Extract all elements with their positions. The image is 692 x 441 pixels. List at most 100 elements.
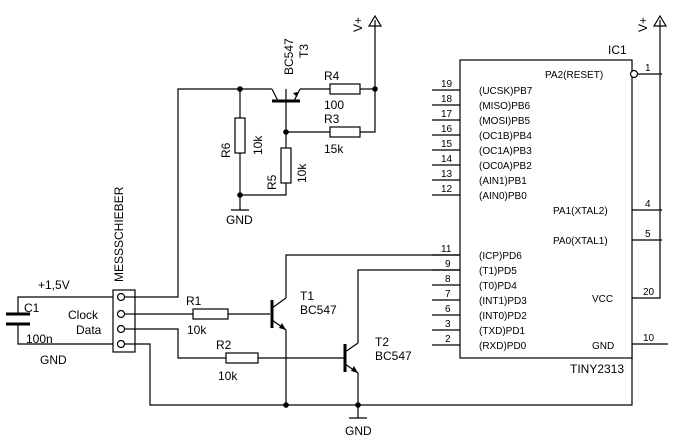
- pin-label: (OC0A)PB2: [479, 161, 532, 172]
- pin-label: (MOSI)PB5: [479, 116, 531, 127]
- r4-name: R4: [324, 69, 340, 83]
- connector-label: MESSSCHIEBER: [112, 186, 126, 282]
- wire-vcc-vplus: [632, 25, 661, 299]
- pin-label: (ICP)PD6: [479, 251, 522, 262]
- pin-number: 9: [445, 259, 451, 270]
- transistor-t2: T2 BC547: [343, 335, 412, 374]
- pin-label: (TXD)PD1: [479, 326, 526, 337]
- vplus-label: V+: [351, 17, 365, 32]
- gnd-label: GND: [345, 424, 372, 438]
- pin-label: PA0(XTAL1): [553, 236, 608, 247]
- pin-label: PA1(XTAL2): [553, 206, 608, 217]
- junction-dot: [355, 402, 361, 408]
- capacitor-c1: C1 100n: [6, 301, 53, 346]
- wire-c1-bottom: [17, 325, 118, 345]
- pin-number: 14: [441, 154, 453, 165]
- junction-dot: [283, 402, 289, 408]
- pin-label: (MISO)PB6: [479, 101, 531, 112]
- wire-t3-base-supply: [135, 88, 272, 298]
- pin-number: 2: [445, 334, 451, 345]
- wire-t2-pd5: [357, 269, 460, 343]
- junction-dot: [237, 192, 243, 198]
- gnd-label: GND: [40, 353, 67, 367]
- resistor-r5: R5 10k: [265, 147, 309, 190]
- connector-pin: [116, 324, 126, 334]
- pin-number: 20: [643, 287, 655, 298]
- pin-label: GND: [592, 341, 614, 352]
- t1-name: T1: [300, 289, 314, 303]
- ic1-body: [459, 59, 633, 359]
- r2-name: R2: [216, 338, 232, 352]
- t2-name: T2: [375, 335, 389, 349]
- r1-value: 10k: [187, 323, 207, 337]
- c1-name: C1: [24, 301, 40, 315]
- pin-label: (RXD)PD0: [479, 341, 527, 352]
- ic1-type: TINY2313: [570, 362, 624, 376]
- pin-number: 16: [441, 124, 453, 135]
- r6-value: 10k: [251, 135, 265, 155]
- wire-r5-gnd: [240, 183, 287, 196]
- r5-name: R5: [265, 174, 279, 190]
- connector-pin: [116, 309, 126, 319]
- pin-number: 18: [441, 94, 453, 105]
- junction-dot: [237, 86, 243, 92]
- vplus-symbol-top: V+: [351, 14, 383, 32]
- resistor-r6: R6 10k: [219, 117, 265, 158]
- pin-label: (OC1A)PB3: [479, 146, 532, 157]
- resistor-r4: R4 100: [324, 69, 361, 112]
- resistor-r1: R1 10k: [186, 294, 229, 337]
- ic1-right-pins: 1 PA2(RESET) 4 PA1(XTAL2) 5 PA0(XTAL1) 2…: [545, 63, 662, 352]
- pin-label: (AIN1)PB1: [479, 176, 527, 187]
- pin-number: 4: [645, 199, 651, 210]
- r3-name: R3: [324, 112, 340, 126]
- pin-number: 17: [441, 109, 453, 120]
- connector-body: [112, 289, 136, 353]
- junction-dot: [283, 129, 289, 135]
- reset-inversion-circle: [629, 69, 639, 79]
- pin-label: (T1)PD5: [479, 266, 517, 277]
- transistor-t1: T1 BC547: [270, 289, 337, 331]
- wire-gnd-loop: [135, 343, 633, 406]
- r3-value: 15k: [324, 142, 344, 156]
- pin-number: 15: [441, 139, 453, 150]
- t2-type: BC547: [375, 349, 412, 363]
- connector-messschieber: MESSSCHIEBER Clock Data: [68, 186, 136, 353]
- wire-vplus-r3: [360, 25, 376, 133]
- vplus-label: V+: [636, 17, 650, 32]
- pin-number: 7: [445, 289, 451, 300]
- ground-symbol-upper: GND: [226, 209, 253, 227]
- pin-number: 11: [441, 244, 452, 255]
- pin-label: (OC1B)PB4: [479, 131, 532, 142]
- pin-label: PA2(RESET): [545, 70, 603, 81]
- data-label: Data: [76, 323, 102, 337]
- resistor-r3: R3 15k: [324, 112, 361, 156]
- wire-data-r2: [135, 328, 226, 359]
- pin-number: 12: [441, 184, 453, 195]
- r1-name: R1: [186, 294, 202, 308]
- pin-number: 19: [441, 79, 453, 90]
- ground-symbol-lower: GND: [345, 417, 372, 438]
- ic1-left-pins: 19 (UCSK)PB7 18 (MISO)PB6 17 (MOSI)PB5 1…: [432, 79, 533, 352]
- pin-number: 13: [441, 169, 453, 180]
- resistor-r2: R2 10k: [216, 338, 259, 383]
- supply-label: +1,5V: [38, 278, 70, 292]
- pin-number: 1: [645, 63, 651, 74]
- pin-label: (AIN0)PB0: [479, 191, 527, 202]
- pin-number: 6: [445, 304, 451, 315]
- t1-type: BC547: [300, 303, 337, 317]
- ic1-tiny2313: IC1 TINY2313 19 (UCSK)PB7 18 (MISO)PB6 1…: [432, 43, 662, 376]
- gnd-label: GND: [226, 213, 253, 227]
- wire-c1-top: [17, 296, 120, 313]
- pin-label: (INT0)PD2: [479, 311, 527, 322]
- pin-number: 5: [645, 229, 651, 240]
- pin-number: 3: [445, 319, 451, 330]
- vplus-symbol-right: V+: [636, 14, 668, 32]
- junctions: [237, 86, 378, 408]
- r6-name: R6: [219, 142, 233, 158]
- t3-type: BC547: [282, 38, 296, 75]
- pin-number: 10: [643, 333, 655, 344]
- ic1-name: IC1: [608, 43, 627, 57]
- r2-value: 10k: [218, 369, 238, 383]
- clock-label: Clock: [68, 308, 99, 322]
